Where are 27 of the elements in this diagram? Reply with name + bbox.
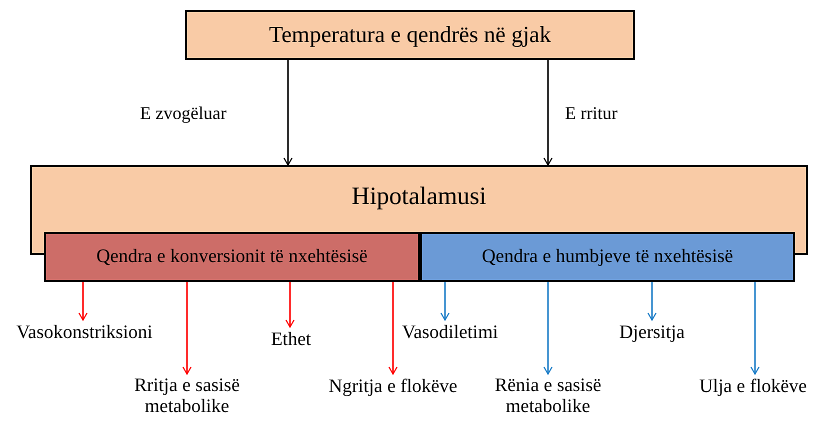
edge-label: E rritur (565, 103, 618, 124)
effect-text: Djersitja (611, 320, 693, 346)
box-label: Qendra e humbjeve të nxehtësisë (482, 246, 734, 268)
arrow (182, 282, 192, 375)
effect-text: Ulja e flokëve (688, 374, 818, 400)
arrow (283, 60, 293, 166)
effect-text: Ngritja e flokëve (313, 374, 473, 400)
effect-text: Vasokonstriksioni (2, 320, 167, 346)
box-label: Temperatura e qendrës në gjak (269, 22, 551, 48)
edge-label: E zvogëluar (140, 103, 228, 124)
arrow (388, 282, 398, 375)
arrow (647, 282, 657, 321)
center-box (420, 232, 795, 282)
arrow (750, 282, 760, 375)
process-box (185, 10, 635, 60)
arrow (285, 282, 295, 328)
effect-text: Rënia e sasisë metabolike (483, 374, 613, 420)
effect-text: Vasodiletimi (400, 320, 500, 346)
effect-text: Ethet (265, 327, 317, 353)
box-label: Qendra e konversionit të nxehtësisë (96, 246, 368, 268)
arrow (78, 282, 88, 321)
center-box (44, 232, 420, 282)
box-label: Hipotalamusi (352, 183, 486, 210)
arrow (543, 60, 553, 166)
arrow (440, 282, 450, 321)
arrow (543, 282, 553, 375)
effect-text: Rritja e sasisë metabolike (122, 374, 252, 420)
